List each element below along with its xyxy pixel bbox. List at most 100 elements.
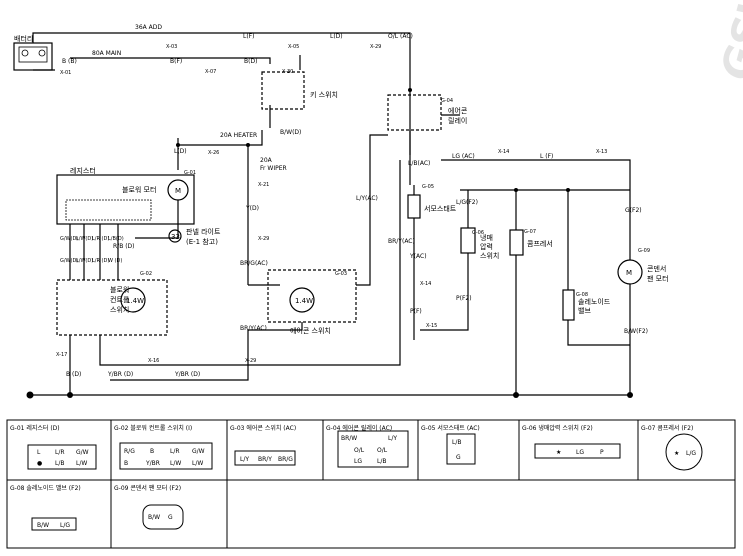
pin: O/L bbox=[377, 447, 388, 454]
wire-lgac: LG (AC) bbox=[452, 153, 475, 160]
connector-panel-frames bbox=[6, 419, 736, 549]
g-ref: G-06 bbox=[472, 230, 484, 236]
pin: O/L bbox=[354, 447, 365, 454]
conn-ref: X-15 bbox=[426, 323, 437, 329]
wire-brvac: BR/Y(AC) bbox=[388, 238, 415, 245]
wire-bf: B(F) bbox=[170, 58, 182, 65]
wire-lgf2: L/G(F2) bbox=[456, 199, 478, 206]
compressor-label: 콤프레서 bbox=[527, 239, 553, 248]
fuse-20a-heater: 20A HEATER bbox=[220, 132, 257, 139]
g-ref: G-01 bbox=[184, 170, 196, 176]
connector-panel-titles: G-01 레지스터 (D) G-02 블로워 컨트롤 스위치 (I) G-03 … bbox=[10, 424, 693, 492]
wire-bwf2: B/W(F2) bbox=[624, 328, 648, 335]
conn-ref: X-29 bbox=[245, 358, 256, 364]
conn-ref: X-13 bbox=[596, 149, 607, 155]
panel-title-g05: G-05 서모스태트 (AC) bbox=[421, 424, 480, 432]
g-ref: G-07 bbox=[524, 229, 536, 235]
g-ref: G-02 bbox=[140, 271, 152, 277]
lamp-a-label: 1.4W bbox=[126, 297, 144, 305]
component-labels: 배터리 키 스위치 레지스터 블로워 모터 M 블로워 컨트롤 스위치 1.4W… bbox=[14, 34, 669, 335]
condenser-fan-label-2: 팬 모터 bbox=[647, 274, 669, 283]
pin: L/G bbox=[686, 450, 696, 457]
pin: L/R bbox=[170, 448, 180, 455]
pin: G bbox=[168, 514, 173, 521]
thermostat-label: 서모스태트 bbox=[424, 204, 457, 213]
fuse-labels: 36A ADD 80A MAIN 20A HEATER 20A Fr WIPER bbox=[92, 24, 287, 172]
key-switch-label: 키 스위치 bbox=[310, 90, 338, 99]
conn-ref: X-01 bbox=[60, 70, 71, 76]
pin: BR/W bbox=[341, 435, 357, 442]
conn-ref: X-30 bbox=[282, 69, 293, 75]
wire-pf: P(F) bbox=[410, 308, 422, 315]
wire-ld-1: L(D) bbox=[330, 33, 343, 40]
wire-bwd: B/W(D) bbox=[280, 129, 301, 136]
panel-light-label-2: (E-1 참고) bbox=[186, 238, 218, 246]
lamp-1-4w-a bbox=[120, 287, 146, 313]
g-ref: G-04 bbox=[441, 98, 453, 104]
pin: P bbox=[600, 449, 604, 456]
g-ref: G-03 bbox=[335, 271, 347, 277]
conn-ref: X-14 bbox=[420, 281, 431, 287]
wire-gf: G(F2) bbox=[625, 207, 642, 214]
conn-ref: X-07 bbox=[205, 69, 216, 75]
panel-light-label-1: 판넬 라이트 bbox=[186, 227, 221, 236]
fuse-36a-add: 36A ADD bbox=[135, 24, 162, 31]
panel-title-g06: G-06 냉매압력 스위치 (F2) bbox=[522, 424, 593, 432]
wire-yac: Y(AC) bbox=[409, 253, 427, 260]
condenser-fan-symbol: M bbox=[626, 269, 632, 277]
panel-title-g04: G-04 에어콘 릴레이 (AC) bbox=[326, 424, 392, 432]
pin: BR/G bbox=[278, 456, 293, 463]
conn-ref: X-05 bbox=[288, 44, 299, 50]
pin: BR/Y bbox=[258, 456, 272, 463]
panel-light-badge bbox=[168, 229, 182, 243]
conn-ref: X-29 bbox=[258, 236, 269, 242]
g-ref: G-09 bbox=[638, 248, 650, 254]
fuse-80a-main: 80A MAIN bbox=[92, 50, 121, 57]
pressure-switch-label-3: 스위치 bbox=[480, 251, 499, 260]
wire-rbd: R/B (D) bbox=[113, 243, 135, 250]
junction-dots bbox=[26, 88, 633, 399]
wire-lyac: L/Y(AC) bbox=[356, 195, 378, 202]
wire-yd: Y(D) bbox=[245, 205, 259, 212]
wire-blower-row1-3: L/B(D) bbox=[108, 236, 124, 242]
resistor-label: 레지스터 bbox=[70, 166, 96, 175]
wire-blower-row1-2: L/R (D) bbox=[92, 236, 109, 242]
compressor-box bbox=[509, 229, 524, 256]
blower-control-switch-box bbox=[56, 279, 168, 336]
blower-control-switch-label-1: 블로워 bbox=[110, 285, 129, 294]
ac-relay-label-2: 릴레이 bbox=[448, 116, 467, 125]
pin: ● bbox=[37, 460, 42, 467]
pressure-switch-label-2: 압력 bbox=[480, 243, 493, 251]
solenoid-valve-box bbox=[562, 289, 575, 321]
pin: G bbox=[456, 454, 461, 461]
wire-blower-row2-0: G/W(D) bbox=[60, 258, 78, 264]
pin: L/W bbox=[170, 460, 181, 467]
wire-blower-row2-1: L/W(D) bbox=[76, 258, 93, 264]
pin: L/B bbox=[55, 460, 64, 467]
wire-blower-row1-1: L/W(D) bbox=[76, 236, 93, 242]
blower-control-switch-label-3: 스위치 bbox=[110, 305, 129, 314]
wire-lf-2: L (F) bbox=[540, 153, 553, 160]
wire-labels: B (B) L(F) L(D) O/L (AC) B(F) B(D) L(D) … bbox=[60, 33, 648, 378]
conn-ref: X-16 bbox=[148, 358, 159, 364]
pin: LG bbox=[576, 449, 584, 456]
conn-ref: X-29 bbox=[370, 44, 381, 50]
pressure-switch-label-1: 냉매 bbox=[480, 233, 493, 242]
conn-ref: X-26 bbox=[208, 150, 219, 156]
pin: L/W bbox=[192, 460, 203, 467]
conn-ref: X-03 bbox=[166, 44, 177, 50]
condenser-fan-label-1: 콘덴서 bbox=[647, 264, 666, 273]
blower-motor-label: 블로워 모터 bbox=[122, 185, 156, 194]
conn-ref: X-17 bbox=[56, 352, 67, 358]
ground-ref-labels: G-01 G-02 G-03 G-04 G-05 G-06 G-07 G-08 … bbox=[140, 98, 650, 298]
panel-title-g08: G-08 솔레노이드 밸브 (F2) bbox=[10, 484, 81, 492]
connector-pin-labels: L L/R G/W ● L/B L/W R/G B L/R G/W B Y/BR… bbox=[37, 435, 696, 529]
solenoid-valve-label-2: 밸브 bbox=[578, 306, 591, 315]
wire-bd-gnd: B (D) bbox=[66, 371, 81, 378]
pin: G/W bbox=[76, 449, 89, 456]
ac-switch-label: 에어콘 스위치 bbox=[290, 326, 331, 335]
panel-light-num: 33 bbox=[171, 233, 180, 241]
pin: Y/BR bbox=[145, 460, 160, 467]
panel-title-g01: G-01 레지스터 (D) bbox=[10, 424, 60, 432]
wire-ybrd-2: Y/BR (D) bbox=[174, 371, 200, 378]
